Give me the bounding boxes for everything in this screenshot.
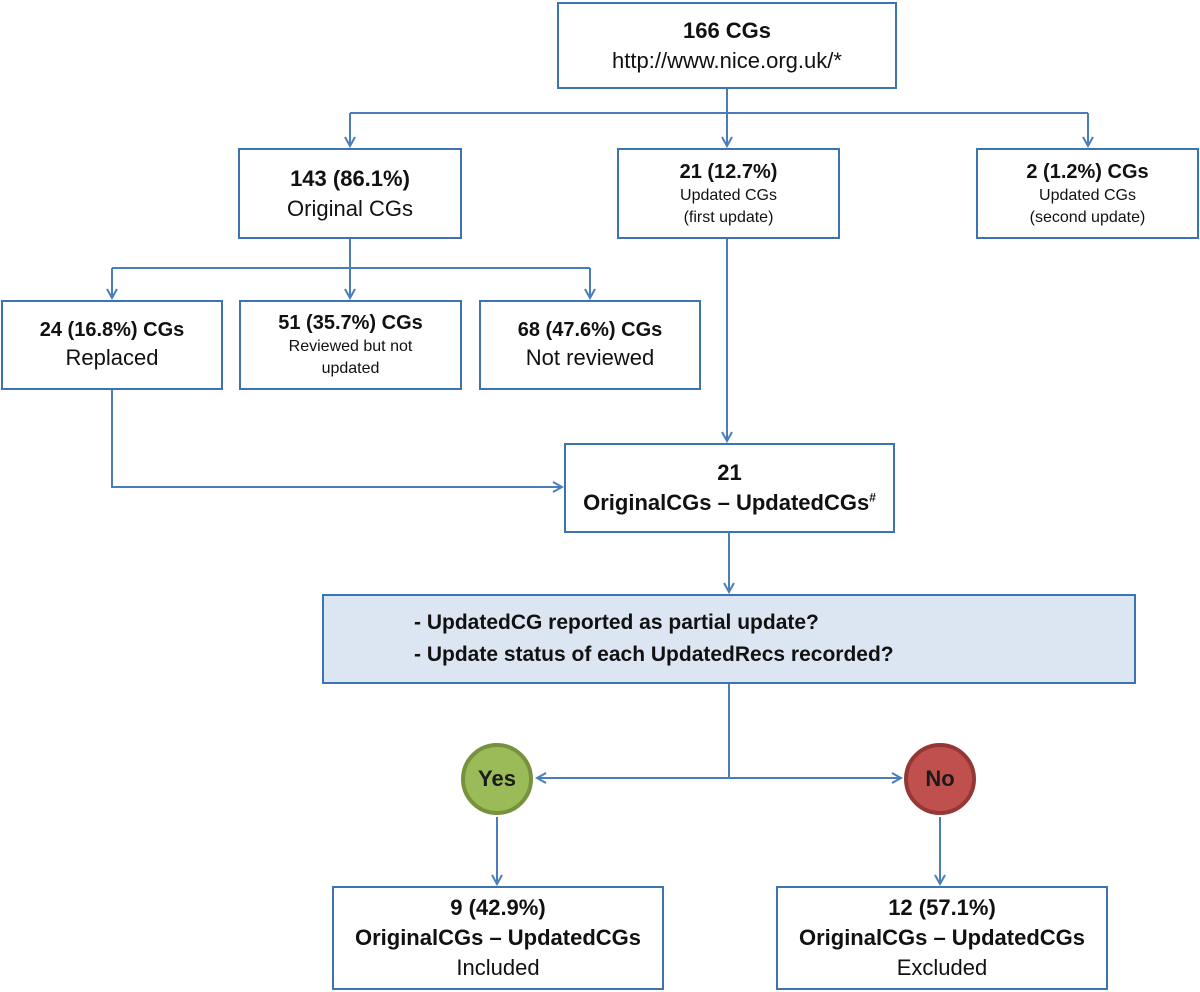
original-cgs-label: Original CGs <box>287 195 413 221</box>
replaced-box: 24 (16.8%) CGs Replaced <box>1 300 223 390</box>
replaced-count: 24 (16.8%) CGs <box>39 319 185 341</box>
not-reviewed-box: 68 (47.6%) CGs Not reviewed <box>479 300 701 390</box>
arrow-replaced-to-pairs <box>111 389 562 487</box>
included-count: 9 (42.9%) <box>450 895 546 920</box>
question-line1: - UpdatedCG reported as partial update? <box>414 611 819 634</box>
included-label: OriginalCGs – UpdatedCGs <box>354 925 642 950</box>
question-line2: - Update status of each UpdatedRecs reco… <box>414 643 894 666</box>
included-status: Included <box>456 955 540 980</box>
reviewed-box: 51 (35.7%) CGs Reviewed but not updated <box>239 300 462 390</box>
first-update-sub: (first update) <box>683 208 774 226</box>
second-update-sub: (second update) <box>1029 208 1146 226</box>
second-update-count: 2 (1.2%) CGs <box>1026 160 1149 183</box>
excluded-count: 12 (57.1%) <box>888 895 996 920</box>
replaced-label: Replaced <box>65 345 159 370</box>
pairs-count: 21 <box>717 460 742 485</box>
yes-circle: Yes <box>461 743 533 815</box>
no-circle: No <box>904 743 976 815</box>
first-update-box: 21 (12.7%) Updated CGs (first update) <box>617 148 840 239</box>
second-update-label: Updated CGs <box>1039 186 1136 204</box>
not-reviewed-label: Not reviewed <box>525 345 655 370</box>
excluded-status: Excluded <box>896 955 988 980</box>
total-cgs-box: 166 CGs http://www.nice.org.uk/* <box>557 2 897 89</box>
reviewed-label-line2: updated <box>321 360 380 377</box>
excluded-label: OriginalCGs – UpdatedCGs <box>798 925 1086 950</box>
included-box: 9 (42.9%) OriginalCGs – UpdatedCGs Inclu… <box>332 886 664 990</box>
first-update-count: 21 (12.7%) <box>679 160 778 183</box>
first-update-label: Updated CGs <box>680 186 777 204</box>
pairs-label: OriginalCGs – UpdatedCGs <box>583 490 870 515</box>
reviewed-label-line1: Reviewed but not <box>288 338 413 355</box>
original-cgs-box: 143 (86.1%) Original CGs <box>238 148 462 239</box>
pairs-label-line: OriginalCGs – UpdatedCGs# <box>583 488 876 518</box>
total-cgs-count: 166 CGs <box>682 17 772 43</box>
not-reviewed-count: 68 (47.6%) CGs <box>517 319 663 341</box>
excluded-box: 12 (57.1%) OriginalCGs – UpdatedCGs Excl… <box>776 886 1108 990</box>
source-url: http://www.nice.org.uk/* <box>612 47 842 73</box>
pairs-box: 21 OriginalCGs – UpdatedCGs# <box>564 443 895 533</box>
reviewed-count: 51 (35.7%) CGs <box>278 312 423 334</box>
question-box: - UpdatedCG reported as partial update? … <box>322 594 1136 684</box>
original-cgs-count: 143 (86.1%) <box>290 165 410 191</box>
second-update-box: 2 (1.2%) CGs Updated CGs (second update) <box>976 148 1199 239</box>
pairs-footnote-mark: # <box>869 490 876 505</box>
